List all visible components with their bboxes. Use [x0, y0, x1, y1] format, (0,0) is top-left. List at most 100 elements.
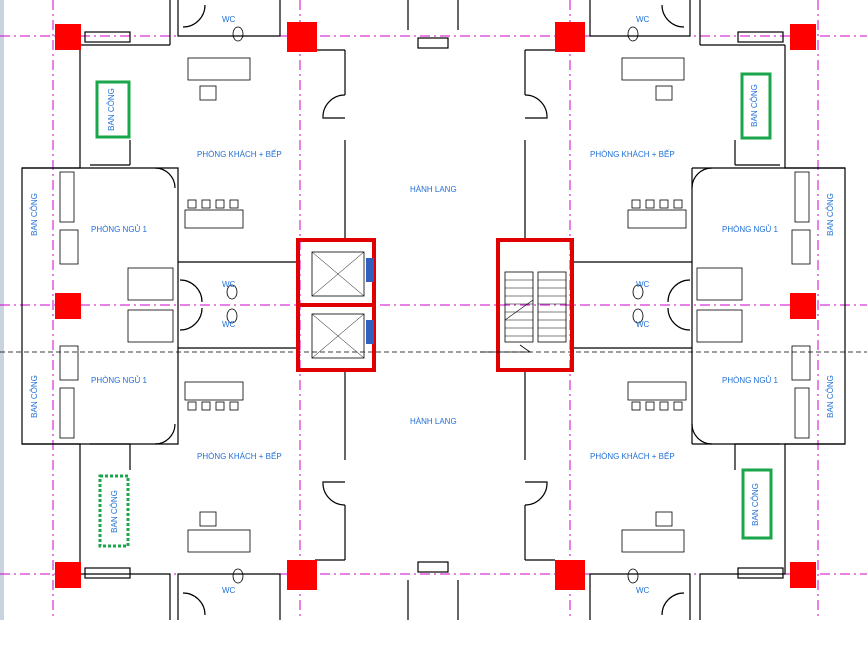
- highlight-right-bottom: [741, 468, 773, 540]
- wall-corridor-top: [315, 49, 555, 561]
- furniture: [59, 26, 811, 584]
- label-balcony-left-top: BAN CÔNG: [106, 88, 116, 131]
- corridor-openings: [407, 0, 459, 620]
- window-right-bottom: [737, 567, 784, 579]
- elevator-car-2: [311, 313, 365, 359]
- sofa-right-bottom: [621, 529, 685, 553]
- column-9: [555, 560, 585, 590]
- label-balcony-far-right-bottom: BAN CÔNG: [825, 375, 835, 418]
- label-bedroom-bottom-right: PHÒNG NGỦ 1: [722, 376, 779, 385]
- label-corridor-bottom: HÀNH LANG: [410, 417, 457, 426]
- door-arc-7: [691, 167, 713, 189]
- highlight-right-top: [740, 72, 772, 140]
- label-wc-mid-right-b: WC: [636, 320, 650, 329]
- column-5: [55, 293, 81, 319]
- column-8: [287, 560, 317, 590]
- desk-right-bottom: [791, 345, 811, 381]
- bed-right-top: [696, 267, 743, 301]
- table-right-bottom: [655, 511, 673, 527]
- elevator-core: [296, 238, 376, 372]
- label-wc-mid-left-b: WC: [222, 320, 236, 329]
- door-arc-12: [667, 307, 691, 331]
- desk-left-bottom: [59, 345, 79, 381]
- sofa-left-top: [187, 57, 251, 81]
- label-balcony-left-bottom: BAN CÔNG: [109, 490, 119, 533]
- bed-right-bottom: [696, 309, 743, 343]
- column-3: [555, 22, 585, 52]
- elevator-car-1: [311, 251, 365, 297]
- highlight-left-top: [95, 80, 131, 139]
- desk-right-top: [791, 229, 811, 265]
- label-balcony-far-right-top: BAN CÔNG: [825, 193, 835, 236]
- wall-right-wc-block: [570, 261, 692, 349]
- label-living-kitchen-top-right: PHÒNG KHÁCH + BẾP: [590, 150, 675, 159]
- label-wc-bottom-left: WC: [222, 586, 236, 595]
- label-bedroom-top-left: PHÒNG NGỦ 1: [91, 225, 148, 234]
- label-wc-bottom-right: WC: [636, 586, 650, 595]
- kitchen-right-top: [627, 209, 687, 229]
- kitchen-right-bottom: [627, 381, 687, 401]
- wardrobe-left-bottom: [59, 387, 75, 439]
- table-left-top: [199, 85, 217, 101]
- door-arc-9: [179, 279, 203, 303]
- wardrobe-right-bottom: [794, 387, 810, 439]
- door-arc-6: [154, 423, 176, 445]
- table-right-top: [655, 85, 673, 101]
- column-6: [790, 293, 816, 319]
- door-arc-14: [661, 4, 685, 28]
- bed-left-bottom: [127, 309, 174, 343]
- column-1: [55, 24, 81, 50]
- label-bedroom-bottom-left: PHÒNG NGỦ 1: [91, 376, 148, 385]
- label-corridor-top: HÀNH LANG: [410, 185, 457, 194]
- chairs: [187, 199, 683, 411]
- window-right-top: [737, 31, 784, 43]
- label-balcony-right-top: BAN CÔNG: [749, 84, 759, 127]
- wardrobe-left-top: [59, 171, 75, 223]
- window-left-bottom: [84, 567, 131, 579]
- door-arc-15: [182, 592, 206, 616]
- column-4: [790, 24, 816, 50]
- door-arc-8: [691, 423, 713, 445]
- door-arc-16: [661, 592, 685, 616]
- wall-right-bedroom: [691, 167, 845, 445]
- label-living-kitchen-bottom-right: PHÒNG KHÁCH + BẾP: [590, 452, 675, 461]
- toilet-mid-right-b: [632, 308, 644, 324]
- toilet-top-left: [232, 26, 244, 42]
- table-left-bottom: [199, 511, 217, 527]
- columns: [55, 22, 816, 590]
- label-wc-mid-left-a: WC: [222, 280, 236, 289]
- column-7: [55, 562, 81, 588]
- window-left-top: [84, 31, 131, 43]
- window-corridor-bottom: [417, 561, 449, 573]
- door-arc-10: [179, 307, 203, 331]
- toilet-mid-right-a: [632, 284, 644, 300]
- wall-top-wc-right: [589, 0, 691, 37]
- kitchen-left-top: [184, 209, 244, 229]
- label-wc-top-left: WC: [222, 15, 236, 24]
- wall-right-top: [699, 0, 846, 305]
- wall-left-top: [21, 0, 171, 305]
- label-balcony-right-bottom: BAN CÔNG: [750, 483, 760, 526]
- window-corridor-top: [417, 37, 449, 49]
- stair-core: [480, 238, 574, 372]
- wall-left-bedroom: [22, 167, 179, 445]
- wall-top-wc-left: [177, 0, 281, 37]
- label-wc-top-right: WC: [636, 15, 650, 24]
- door-arc-2: [524, 94, 548, 119]
- wardrobe-right-top: [794, 171, 810, 223]
- left-window-edge: [0, 0, 4, 648]
- sofa-left-bottom: [187, 529, 251, 553]
- wall-left-wc-block: [178, 261, 300, 349]
- wall-bottom-wc-right: [589, 573, 691, 620]
- label-living-kitchen-bottom-left: PHÒNG KHÁCH + BẾP: [197, 452, 282, 461]
- toilet-mid-left-a: [226, 284, 238, 300]
- door-arc-4: [524, 481, 548, 506]
- label-wc-mid-right-a: WC: [636, 280, 650, 289]
- door-arc-1: [322, 94, 346, 119]
- wall-bottom-wc-left: [177, 573, 281, 620]
- sofa-right-top: [621, 57, 685, 81]
- walls: [21, 0, 846, 620]
- desk-left-top: [59, 229, 79, 265]
- highlight-left-bottom: [98, 474, 130, 548]
